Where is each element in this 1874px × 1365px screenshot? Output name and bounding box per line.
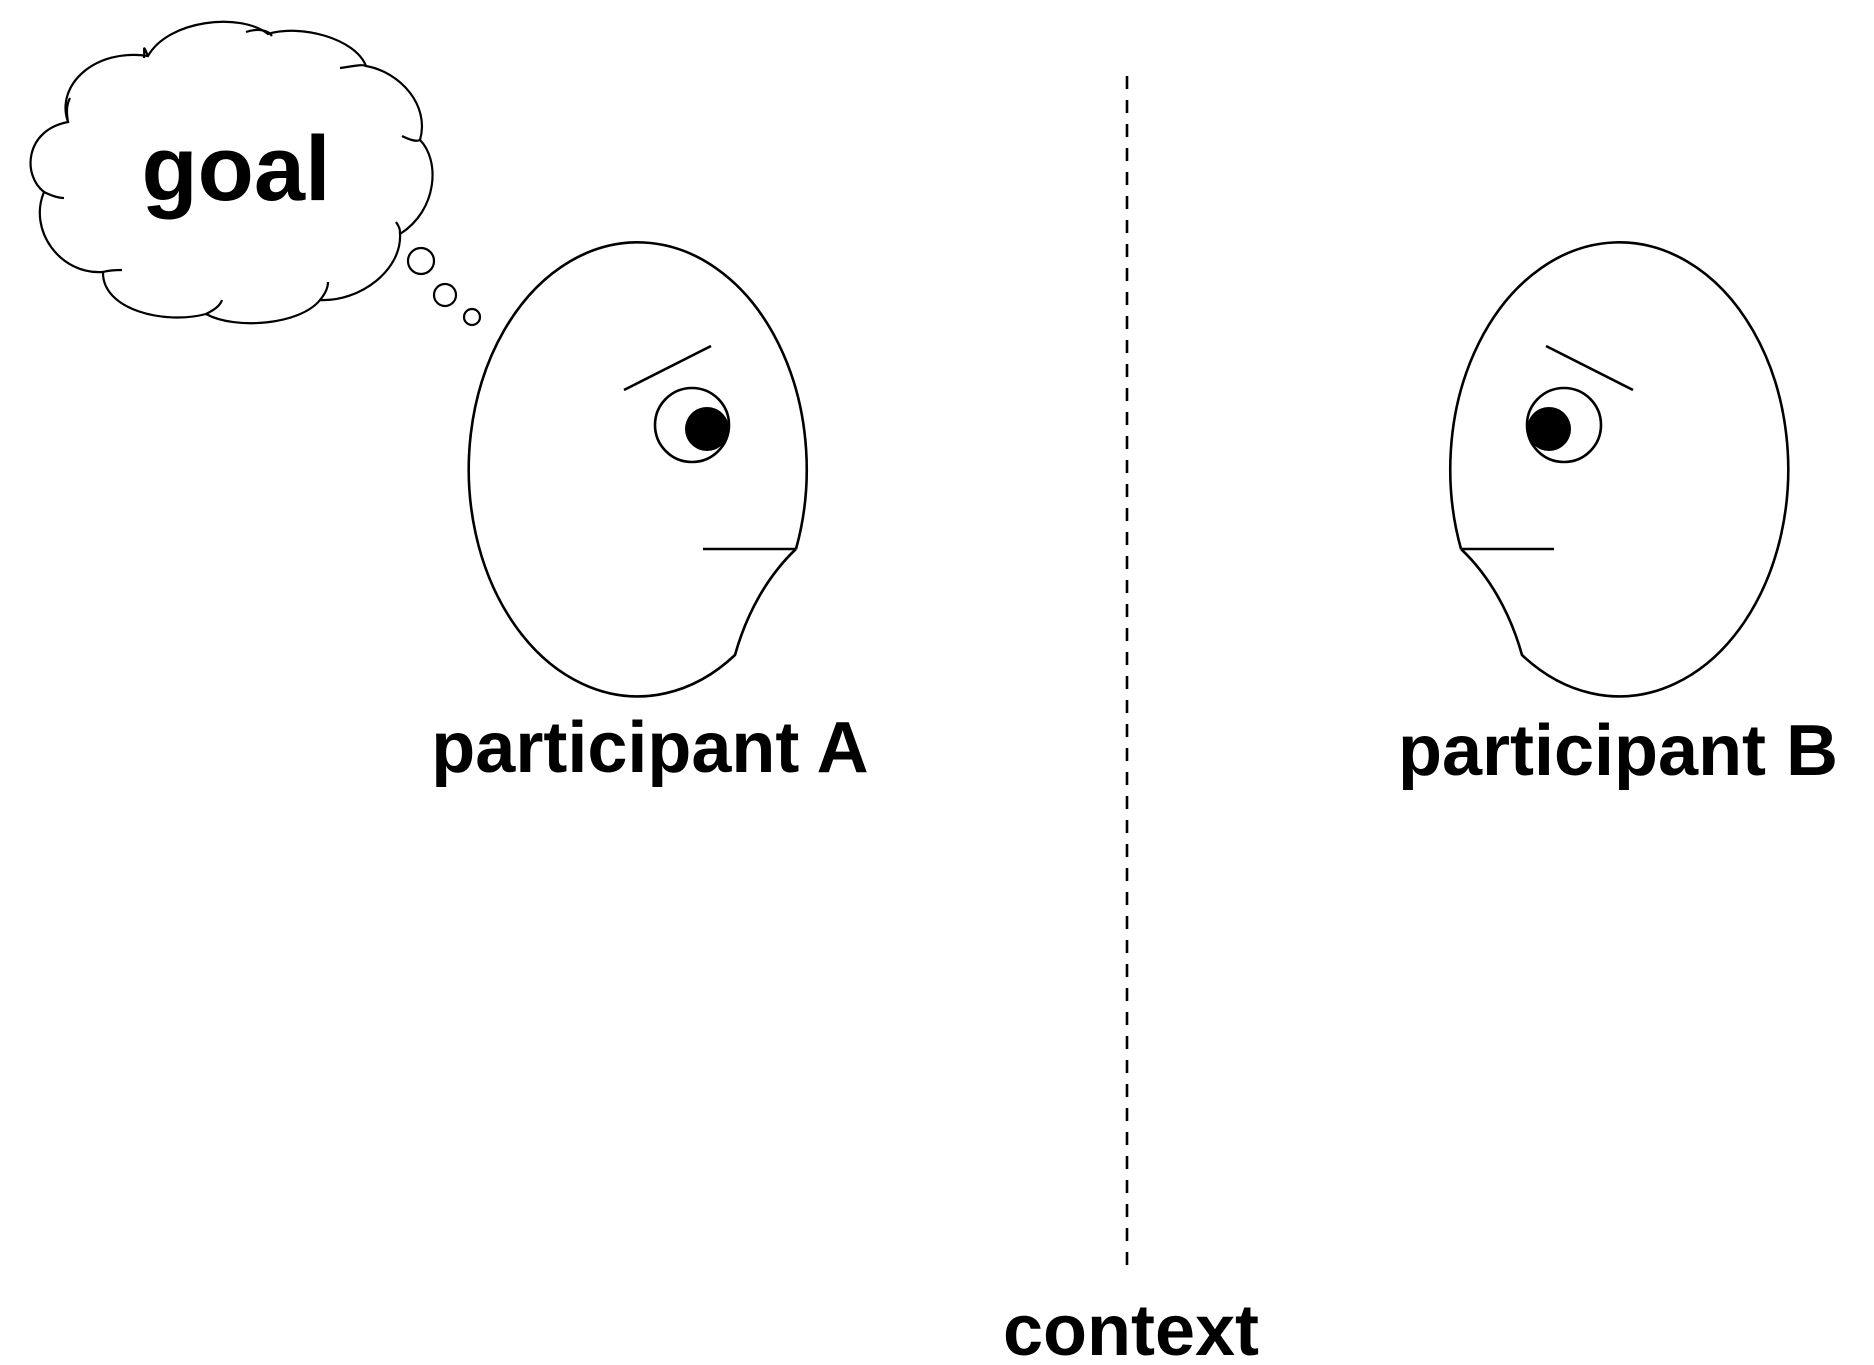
thought-cloud-scallop (401, 135, 421, 142)
participant-a-eyebrow (623, 344, 712, 392)
thought-cloud-scallop (319, 281, 330, 301)
participant-a-label: participant A (431, 708, 868, 788)
thought-cloud-scallop (102, 268, 123, 274)
participant-b-face (1449, 241, 1790, 698)
thought-dot-medium (432, 282, 458, 308)
participant-b-head-outline (1449, 241, 1790, 698)
thought-bubble (29, 20, 482, 327)
thought-cloud-scallop (142, 47, 150, 59)
participant-b-pupil (1527, 407, 1571, 451)
participant-a-pupil (685, 407, 729, 451)
thought-dot-large (406, 246, 436, 276)
thought-cloud-scallop (245, 28, 273, 37)
thought-cloud-scallop (65, 97, 71, 123)
participant-a-head-outline (467, 241, 808, 698)
thought-cloud-scallop (205, 299, 224, 315)
thought-text: goal (141, 118, 330, 220)
thought-dot-small (462, 307, 482, 327)
participant-b-label: participant B (1398, 711, 1838, 791)
thought-cloud-scallop (395, 221, 402, 235)
participant-a-eye (653, 386, 731, 464)
thought-cloud-scallop (339, 64, 367, 70)
participant-b-eye (1525, 386, 1603, 464)
participant-a-face (467, 241, 808, 698)
participant-b-eyebrow (1545, 344, 1634, 392)
context-label: context (1003, 1291, 1259, 1365)
thought-cloud-scallop (43, 191, 65, 200)
